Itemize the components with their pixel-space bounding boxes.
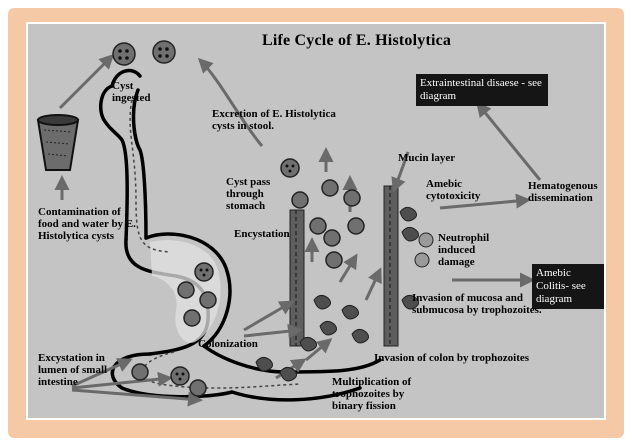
label-cyst-pass: Cyst pass through stomach [226, 176, 276, 212]
label-invasion-mucosa: Invasion of mucosa and submucosa by trop… [412, 292, 542, 316]
label-amebic-colitis: Amebic Colitis- see diagram [532, 264, 604, 309]
label-neutrophil: Neutrophil induced damage [438, 232, 498, 268]
label-cyst-ingested: Cyst ingested [112, 80, 168, 104]
label-multiplication: Multiplication of trophozoites by binary… [332, 376, 436, 412]
colon-wall [290, 186, 398, 346]
neutrophils [415, 233, 433, 267]
label-invasion-colon: Invasion of colon by trophozoites [374, 352, 564, 364]
label-encystation: Encystation [234, 228, 304, 240]
label-amebic-cytotoxicity: Amebic cytotoxicity [426, 178, 494, 202]
label-excretion: Excretion of E. Histolytica cysts in sto… [212, 108, 360, 132]
label-extraintestinal: Extraintestinal disaese - see diagram [416, 74, 548, 106]
label-mucin-layer: Mucin layer [398, 152, 478, 164]
diagram-title: Life Cycle of E. Histolytica [262, 32, 451, 50]
label-contamination: Contamination of food and water by E. Hi… [38, 206, 138, 242]
food-water-cup [38, 115, 78, 170]
label-hematogenous: Hematogenous dissemination [528, 180, 600, 204]
label-colonization: Colonization [198, 338, 278, 350]
label-excystation: Excystation in lumen of small intestine [38, 352, 114, 388]
